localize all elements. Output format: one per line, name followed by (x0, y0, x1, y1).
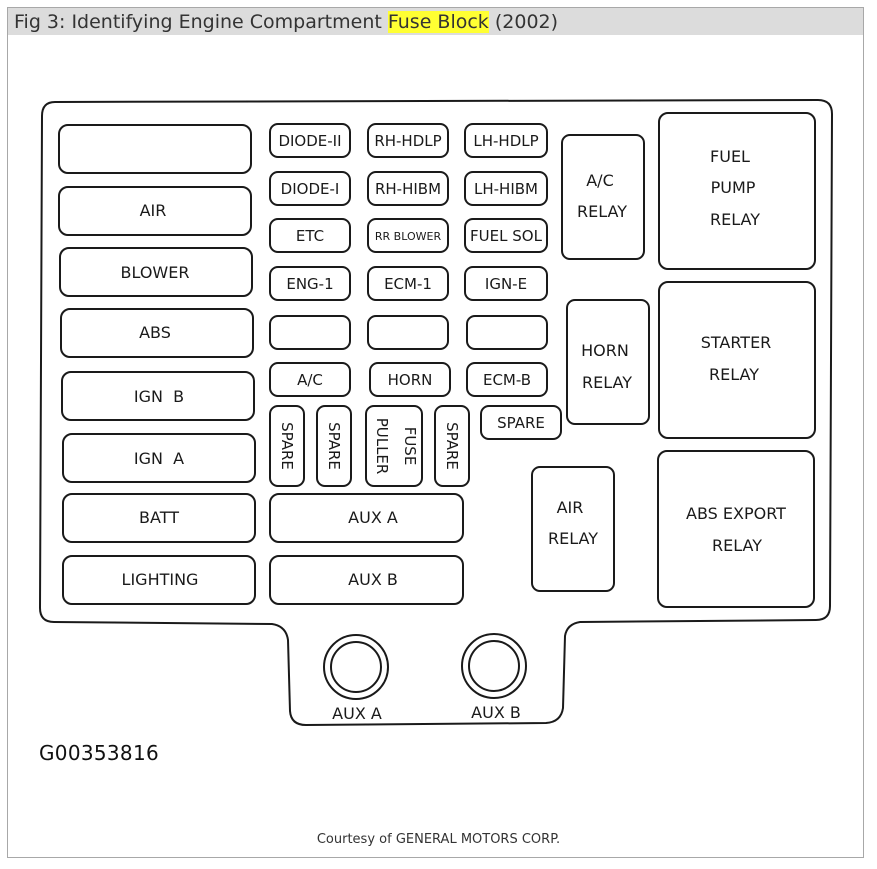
grid-fuse-0-1-label: RH-HDLP (374, 132, 441, 150)
grid-fuse-3-2-label: IGN-E (485, 275, 527, 293)
fuel-pump-relay-outline (658, 112, 816, 270)
aux-b-fuse-label: AUX B (348, 570, 398, 589)
grid-fuse-2-2-label: FUEL SOL (470, 227, 543, 245)
ac-relay-outline (561, 134, 645, 260)
left-fuse-3-outline (60, 308, 254, 358)
vertical-spare-2-label: SPARE (325, 422, 343, 470)
vertical-spare-3-label: SPARE (443, 422, 461, 470)
left-fuse-6-outline (62, 493, 256, 543)
grid-fuse-3-1-label: ECM-1 (384, 275, 432, 293)
left-fuse-4-outline (61, 371, 255, 421)
grid-fuse-0-2-label: LH-HDLP (473, 132, 538, 150)
starter-relay-outline (658, 281, 816, 439)
horn-relay-outline (566, 299, 650, 425)
aux-b-post-inner (468, 640, 520, 692)
grid-fuse-0-1-outline (367, 123, 449, 158)
abs-export-relay-label-1: ABS EXPORT (686, 504, 786, 523)
left-fuse-5-outline (62, 433, 256, 483)
grid-fuse-3-1-outline (367, 266, 449, 301)
grid-fuse-4-1-outline (367, 315, 449, 350)
ac-relay-label-1: A/C (586, 171, 614, 190)
aux-b-fuse-outline (269, 555, 464, 605)
grid-fuse-5-1-outline (369, 362, 451, 397)
grid-fuse-1-1-outline (367, 171, 449, 206)
air-relay-label-1: AIR (557, 498, 584, 517)
grid-fuse-1-2-label: LH-HIBM (474, 180, 538, 198)
grid-fuse-5-0-label: A/C (297, 371, 323, 389)
left-fuse-0-outline (58, 124, 252, 174)
grid-fuse-0-2-outline (464, 123, 548, 158)
grid-fuse-5-1-label: HORN (388, 371, 433, 389)
fuse-puller-outline (365, 405, 423, 487)
aux-a-fuse-label: AUX A (348, 508, 398, 527)
starter-relay-label-2: RELAY (709, 365, 759, 384)
figure-caption: Fig 3: Identifying Engine Compartment Fu… (14, 11, 559, 33)
left-fuse-2-outline (59, 247, 253, 297)
vertical-spare-1-outline (269, 405, 305, 487)
grid-fuse-1-0-outline (269, 171, 351, 206)
left-fuse-7-outline (62, 555, 256, 605)
caption-prefix: Fig 3: Identifying Engine Compartment (14, 11, 388, 33)
ac-relay-label-2: RELAY (577, 202, 627, 221)
grid-fuse-3-0-outline (269, 266, 351, 301)
grid-fuse-5-2-label: ECM-B (483, 371, 531, 389)
grid-fuse-2-2-outline (464, 218, 548, 253)
grid-fuse-1-0-label: DIODE-I (281, 180, 340, 198)
vertical-spare-2-outline (316, 405, 352, 487)
horn-relay-label-2: RELAY (582, 373, 632, 392)
aux-a-post-label: AUX A (332, 704, 382, 723)
left-fuse-5-label: IGN A (134, 449, 184, 468)
fuel-pump-relay-label-3: RELAY (710, 210, 760, 229)
spare-fuse-label: SPARE (497, 414, 545, 432)
left-fuse-6-label: BATT (139, 508, 179, 527)
left-fuse-2-label: BLOWER (121, 263, 190, 282)
left-fuse-1-label: AIR (140, 201, 167, 220)
caption-highlight: Fuse Block (387, 11, 489, 33)
vertical-spare-1-label: SPARE (278, 422, 296, 470)
grid-fuse-4-2-outline (466, 315, 548, 350)
air-relay-outline (531, 466, 615, 592)
grid-fuse-2-0-outline (269, 218, 351, 253)
aux-a-fuse-outline (269, 493, 464, 543)
grid-fuse-1-2-outline (464, 171, 548, 206)
grid-fuse-1-1-label: RH-HIBM (375, 180, 441, 198)
grid-fuse-2-0-label: ETC (296, 227, 324, 245)
grid-fuse-0-0-outline (269, 123, 351, 158)
left-fuse-4-label: IGN B (134, 387, 184, 406)
horn-relay-label-1: HORN (581, 341, 629, 360)
left-fuse-7-label: LIGHTING (122, 570, 199, 589)
abs-export-relay-label-2: RELAY (712, 536, 762, 555)
left-fuse-1-outline (58, 186, 252, 236)
air-relay-label-2: RELAY (548, 529, 598, 548)
vertical-spare-3-outline (434, 405, 470, 487)
figure-id: G00353816 (39, 741, 159, 765)
grid-fuse-2-1-label: RR BLOWER (375, 230, 442, 243)
starter-relay-label-1: STARTER (701, 333, 772, 352)
aux-a-post-outer (323, 634, 389, 700)
courtesy-credit: Courtesy of GENERAL MOTORS CORP. (316, 832, 561, 847)
grid-fuse-3-0-label: ENG-1 (286, 275, 333, 293)
aux-a-post-inner (330, 641, 382, 693)
fuel-pump-relay-label-1: FUEL (710, 147, 750, 166)
fuse-puller-label-puller: PULLER (373, 418, 391, 475)
caption-suffix: (2002) (488, 11, 559, 33)
fuse-block-housing (38, 98, 834, 727)
grid-fuse-5-2-outline (466, 362, 548, 397)
fuse-puller-label-fuse: FUSE (401, 427, 419, 466)
left-fuse-3-label: ABS (139, 323, 171, 342)
grid-fuse-4-0-outline (269, 315, 351, 350)
abs-export-relay-outline (657, 450, 815, 608)
grid-fuse-0-0-label: DIODE-II (278, 132, 341, 150)
grid-fuse-5-0-outline (269, 362, 351, 397)
aux-b-post-outer (461, 633, 527, 699)
aux-b-post-label: AUX B (471, 703, 521, 722)
grid-fuse-3-2-outline (464, 266, 548, 301)
grid-fuse-2-1-outline (367, 218, 449, 253)
fuel-pump-relay-label-2: PUMP (711, 178, 756, 197)
spare-fuse-outline (480, 405, 562, 440)
